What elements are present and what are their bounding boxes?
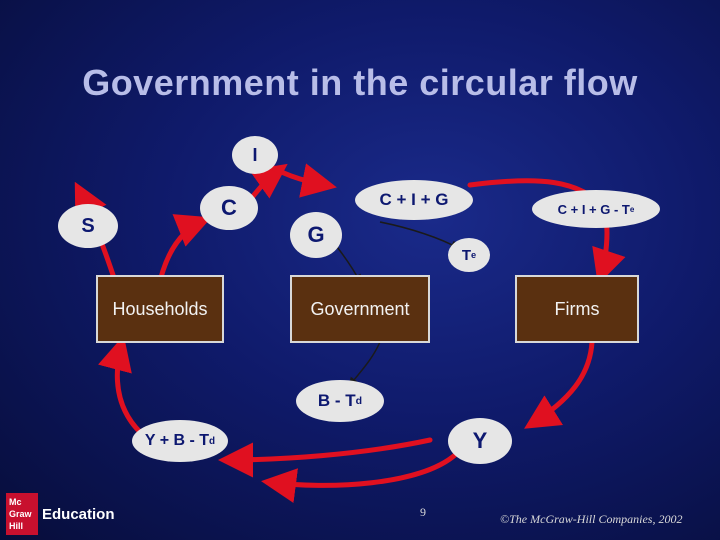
government-box: Government (290, 275, 430, 343)
page-number: 9 (420, 505, 426, 519)
arrow-y-to-bottom (261, 452, 458, 503)
disposable-income-sub: d (209, 435, 216, 447)
saving-oval: S (58, 204, 118, 248)
logo-badge: Mc Graw Hill (6, 493, 38, 535)
indirect-tax-label: T (461, 246, 471, 264)
investment-oval: I (232, 136, 278, 174)
transfers-net-label: B - T (317, 391, 356, 410)
slide-title: Government in the circular flow (82, 62, 638, 103)
arrow-government-to-btd (348, 341, 381, 387)
firms-revenue-sub: e (629, 204, 635, 214)
firms-box: Firms (515, 275, 639, 343)
arrow-i-to-cig (265, 162, 337, 198)
arrow-y-to-ybtd (218, 437, 433, 478)
logo-line-3: Hill (9, 521, 24, 531)
arrow-firms-to-y (524, 339, 595, 429)
logo-label: Education (42, 505, 115, 523)
logo-line-1: Mc (9, 497, 22, 507)
arrow-government-to-te (379, 221, 460, 249)
firms-revenue-label: C + I + G - T (557, 201, 630, 217)
indirect-tax-sub: e (471, 250, 477, 260)
logo-line-2: Graw (9, 509, 32, 519)
spending-total-oval: C + I + G (355, 180, 473, 220)
copyright: ©The McGraw-Hill Companies, 2002 (500, 512, 683, 526)
income-oval: Y (448, 418, 512, 464)
arrow-ybtd-to-households (97, 335, 143, 435)
government-spending-oval: G (290, 212, 342, 258)
disposable-income-label: Y + B - T (144, 432, 210, 449)
households-box: Households (96, 275, 224, 343)
transfers-net-sub: d (355, 395, 363, 407)
mcgraw-hill-logo: Mc Graw Hill Education (6, 493, 115, 535)
consumption-oval: C (200, 186, 258, 230)
